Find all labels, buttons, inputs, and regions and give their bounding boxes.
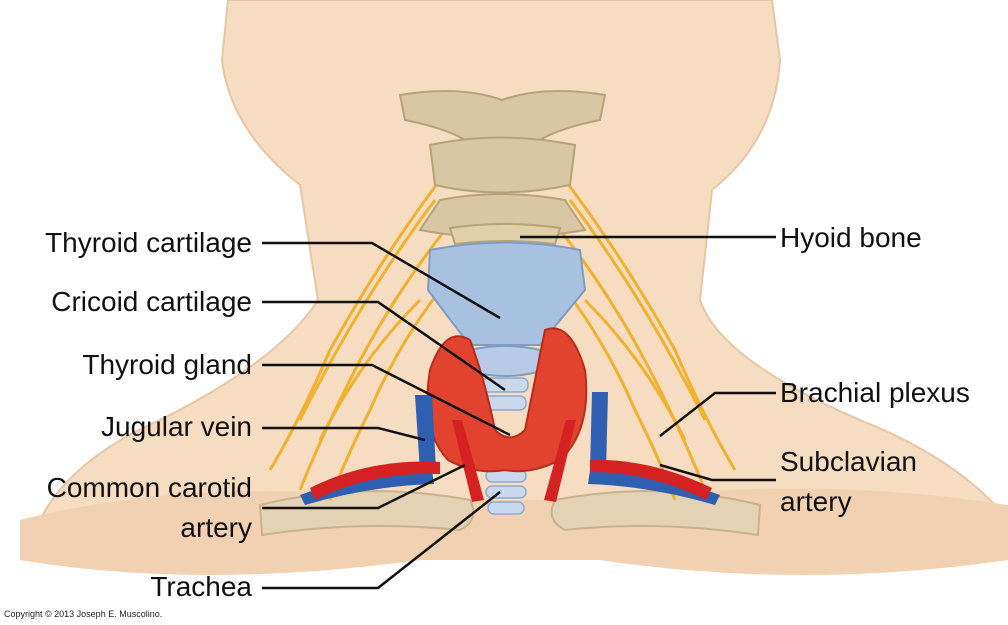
copyright-notice: Copyright © 2013 Joseph E. Muscolino. — [4, 609, 163, 619]
hyoid-bone — [448, 223, 562, 246]
thyroid-cartilage — [426, 241, 587, 346]
label-trachea: Trachea — [150, 571, 252, 602]
leader-thyroid-gland — [262, 363, 511, 437]
leader-thyroid-cartilage — [262, 241, 501, 320]
left-subclavian-vein — [300, 470, 434, 505]
label-cricoid-cartilage: Cricoid cartilage — [51, 286, 252, 317]
leader-brachial-plexus — [659, 391, 776, 437]
label-brachial-plexus: Brachial plexus — [780, 377, 970, 408]
right-jugular-vein — [590, 392, 608, 472]
left-jugular-vein — [415, 395, 436, 472]
leader-lines — [262, 235, 776, 590]
label-jugular-vein: Jugular vein — [101, 411, 252, 442]
label-subclavian-line1: Subclavian — [780, 446, 917, 477]
leader-jugular-vein — [262, 426, 426, 442]
left-carotid-artery — [452, 420, 484, 502]
leader-cricoid-cartilage — [262, 300, 506, 392]
right-subclavian-artery — [590, 459, 712, 500]
label-common-carotid-line1: Common carotid — [46, 472, 252, 503]
right-carotid-artery — [544, 420, 576, 502]
label-thyroid-gland: Thyroid gland — [82, 349, 252, 380]
leader-common-carotid — [262, 463, 466, 510]
label-common-carotid-line2: artery — [180, 512, 252, 543]
trachea-rings — [481, 377, 529, 515]
right-subclavian-vein — [588, 470, 720, 505]
left-subclavian-artery — [310, 461, 440, 500]
label-subclavian-line2: artery — [780, 486, 852, 517]
label-hyoid-bone: Hyoid bone — [780, 222, 922, 253]
leader-subclavian-artery — [659, 463, 776, 482]
label-thyroid-cartilage: Thyroid cartilage — [45, 227, 252, 258]
leader-trachea — [262, 491, 501, 590]
